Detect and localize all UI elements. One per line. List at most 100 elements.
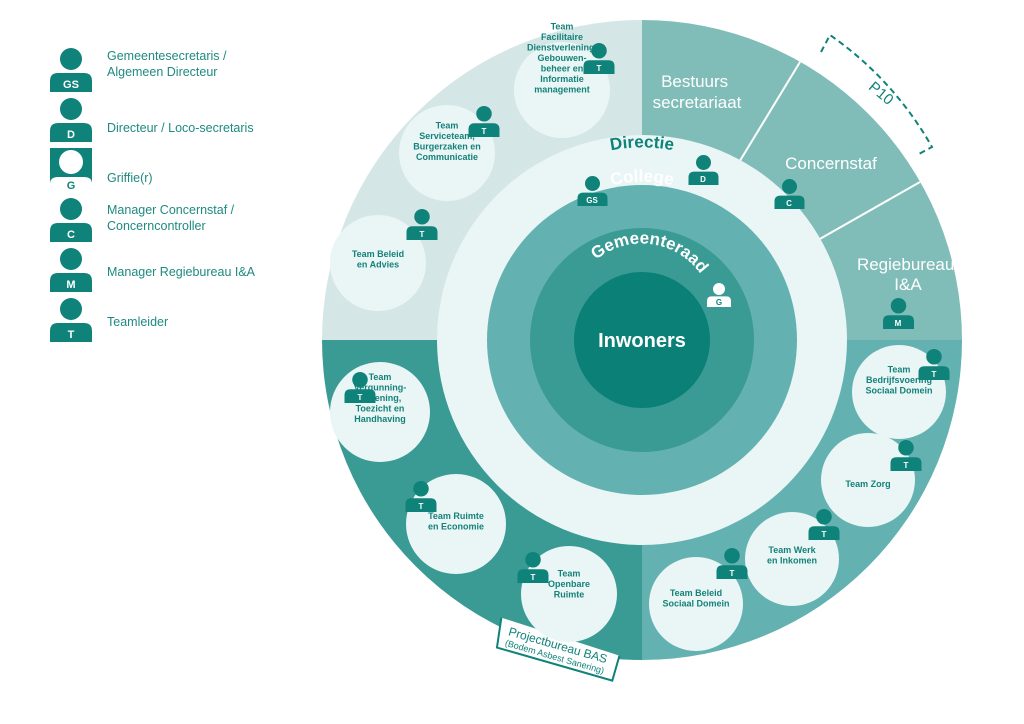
inwoners-core: [574, 272, 710, 408]
team-circle: [330, 362, 430, 462]
legend-item-gemeentesecretaris: GS Gemeentesecretaris / Algemeen Directe…: [50, 48, 310, 92]
college-label: College: [608, 167, 675, 190]
team-label-line: Team Ruimte: [428, 511, 484, 521]
regiebureau-label: Regiebureau I&A: [857, 255, 959, 294]
teamleider-badge: T: [531, 573, 536, 582]
teamleider-badge: T: [358, 393, 363, 402]
team-label-line: Serviceteam,: [419, 131, 475, 141]
college-label-path: College: [608, 167, 675, 190]
person-t-icon: T: [517, 552, 549, 583]
team-label-line: management: [534, 85, 590, 95]
teamleider-badge: T: [482, 127, 487, 136]
person-d-icon: D: [50, 98, 92, 142]
label-line: Regiebureau: [857, 255, 954, 274]
svg-text:GS: GS: [63, 79, 79, 91]
team-label-line: en Inkomen: [767, 555, 817, 565]
legend-item-regiebureau: M Manager Regiebureau I&A: [50, 248, 310, 292]
team-label-line: Team Beleid: [352, 249, 404, 259]
team-label-line: en Advies: [357, 259, 399, 269]
legend-item-teamleider: T Teamleider: [50, 298, 310, 342]
directie-label: Directie: [609, 132, 676, 154]
team-label-line: Team Beleid: [670, 588, 722, 598]
legend-label: Directeur / Loco-secretaris: [107, 120, 254, 136]
team-label-line: Team: [558, 569, 581, 579]
inwoners-label: Inwoners: [598, 330, 686, 352]
person-m-icon: M: [883, 298, 914, 329]
person-t-icon: T: [583, 43, 615, 74]
concernstaf-label: Concernstaf: [785, 154, 877, 173]
team-label-line: Team: [436, 120, 459, 130]
sector-divider: [817, 181, 921, 241]
person-g-icon: G: [707, 283, 731, 307]
label-line: I&A: [894, 275, 922, 294]
legend-label-line: Directeur / Loco-secretaris: [107, 121, 254, 135]
person-t-icon: T: [468, 106, 500, 137]
person-t-icon: T: [890, 440, 922, 471]
team-label-line: Toezicht en: [356, 404, 405, 414]
legend-label: Teamleider: [107, 314, 168, 330]
teamleider-badge: T: [420, 230, 425, 239]
directie-label-path: Directie: [609, 132, 676, 154]
legend-label-line: Algemeen Directeur: [107, 65, 218, 79]
teamleider-badge: T: [822, 530, 827, 539]
team-label-line: beheer en: [541, 64, 584, 74]
person-m-icon: M: [50, 248, 92, 292]
person-t-icon: T: [344, 372, 376, 403]
legend-label-line: Manager Regiebureau I&A: [107, 265, 256, 279]
team-label-line: Handhaving: [354, 414, 406, 424]
person-d-icon: D: [688, 155, 719, 185]
legend-label-line: Teamleider: [107, 315, 169, 329]
team-label-line: Openbare: [548, 579, 590, 589]
team-label-line: Sociaal Domein: [662, 598, 729, 608]
svg-text:M: M: [895, 319, 902, 328]
sector-divider: [737, 61, 801, 165]
teamleider-badge: T: [904, 461, 909, 470]
person-t-icon: T: [406, 209, 438, 240]
legend-label-line: Manager Concernstaf /: [107, 203, 235, 217]
legend-label-line: Gemeentesecretaris /: [107, 49, 227, 63]
p10-label: P10: [865, 78, 896, 108]
person-gs-icon: GS: [577, 176, 608, 206]
team-label-line: Facilitaire: [541, 32, 583, 42]
team-label-line: Team: [369, 372, 392, 382]
teamleider-badge: T: [730, 569, 735, 578]
person-t-icon: T: [808, 509, 840, 540]
teamleider-badge: T: [932, 370, 937, 379]
team-label-line: verlening,: [359, 393, 402, 403]
teamleider-badge: T: [597, 64, 602, 73]
team-zorg: Team Zorg T: [821, 433, 922, 527]
svg-text:G: G: [716, 298, 722, 307]
person-gs-icon: GS: [50, 48, 92, 92]
team-label-line: Team Zorg: [845, 479, 890, 489]
label-line: Concernstaf: [785, 154, 877, 173]
team-label-line: Burgerzaken en: [413, 141, 481, 151]
team-label-line: Vergunning-: [354, 383, 407, 393]
legend-label-line: Concerncontroller: [107, 219, 206, 233]
svg-text:D: D: [67, 129, 75, 141]
teamleider-badge: T: [419, 502, 424, 511]
team-label-line: en Economie: [428, 521, 484, 531]
label-line: secretariaat: [653, 93, 742, 112]
person-g-icon: G: [50, 148, 92, 192]
svg-text:C: C: [786, 199, 792, 208]
team-circle: [649, 557, 743, 651]
legend-label: Manager Regiebureau I&A: [107, 264, 255, 280]
legend-item-griffie: G Griffie(r): [50, 148, 310, 192]
team-label-line: Team: [888, 365, 911, 375]
team-label-line: Team: [551, 22, 574, 32]
person-t-icon: T: [50, 298, 92, 342]
p10-bracket: [820, 33, 934, 156]
bestuurssecretariaat-label: Bestuurs secretariaat: [653, 72, 742, 112]
legend-label: Gemeentesecretaris / Algemeen Directeur: [107, 48, 227, 80]
